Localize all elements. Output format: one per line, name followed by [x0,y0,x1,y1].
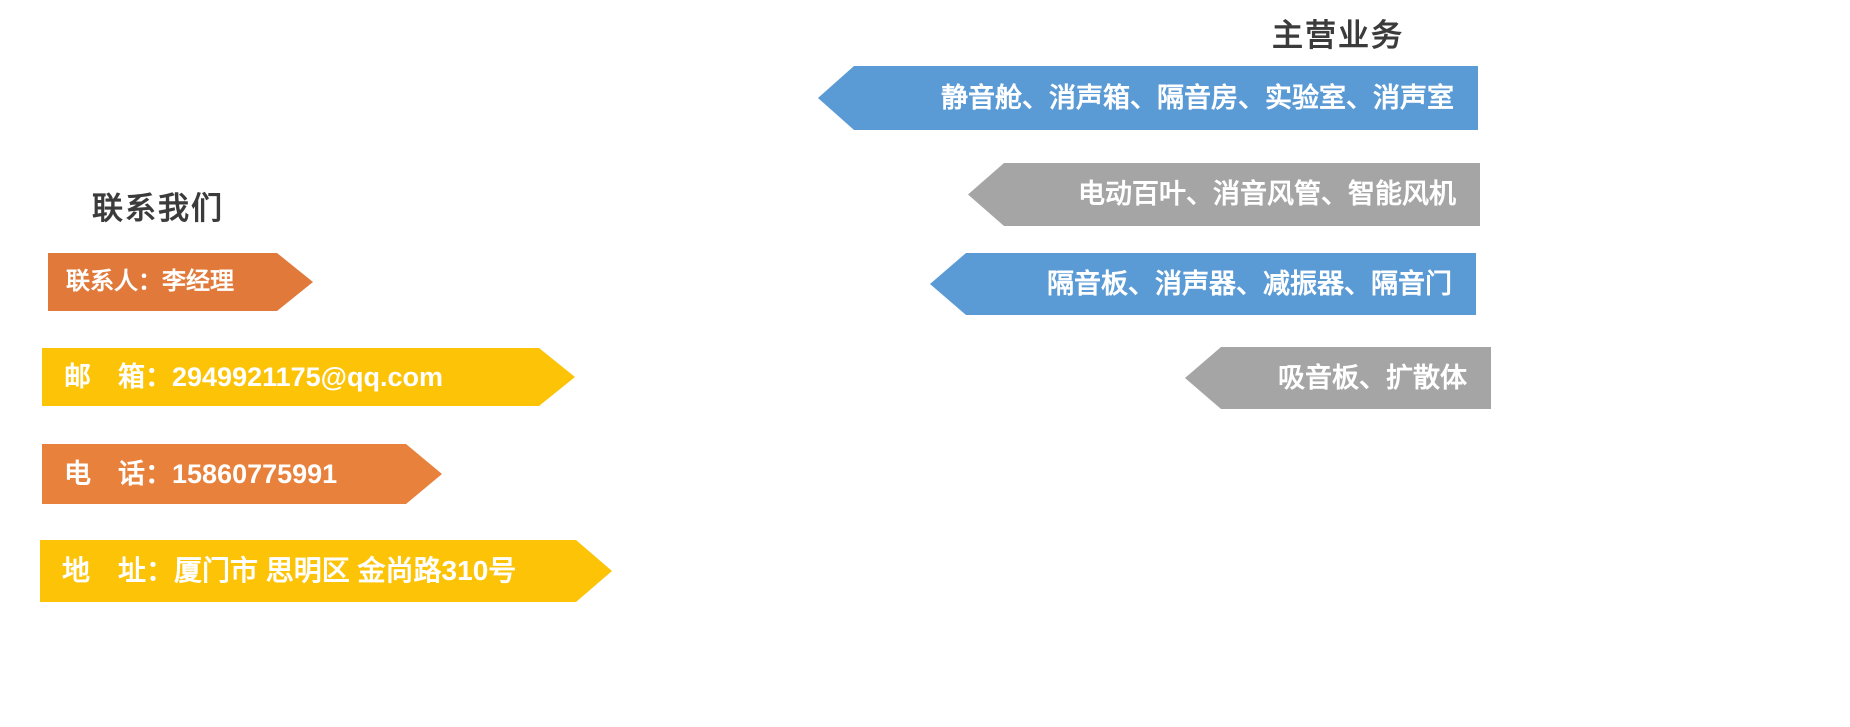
business-item-label: 吸音板、扩散体 [1278,362,1467,393]
contact-section-title: 联系我们 [92,191,224,226]
business-item-banner[interactable]: 静音舱、消声箱、隔音房、实验室、消声室 [818,66,1478,130]
contact-person-banner[interactable]: 联系人：李经理 [48,253,313,311]
business-item-label: 电动百叶、消音风管、智能风机 [1078,179,1456,209]
business-section-title: 主营业务 [1272,18,1404,53]
contact-address-label: 地 址：厦门市 思明区 金尚路310号 [62,555,517,586]
business-item-label: 静音舱、消声箱、隔音房、实验室、消声室 [941,82,1454,113]
business-item-banner[interactable]: 电动百叶、消音风管、智能风机 [968,163,1480,226]
contact-phone-banner[interactable]: 电 话：15860775991 [42,444,442,504]
contact-person-label: 联系人：李经理 [66,268,234,295]
contact-phone-label: 电 话：15860775991 [64,458,338,489]
contact-address-banner[interactable]: 地 址：厦门市 思明区 金尚路310号 [40,540,612,602]
business-item-banner[interactable]: 隔音板、消声器、减振器、隔音门 [930,253,1476,315]
business-item-banner[interactable]: 吸音板、扩散体 [1185,347,1491,409]
business-item-label: 隔音板、消声器、减振器、隔音门 [1047,268,1452,299]
contact-email-banner[interactable]: 邮 箱：2949921175@qq.com [42,348,575,406]
contact-email-label: 邮 箱：2949921175@qq.com [64,361,444,392]
